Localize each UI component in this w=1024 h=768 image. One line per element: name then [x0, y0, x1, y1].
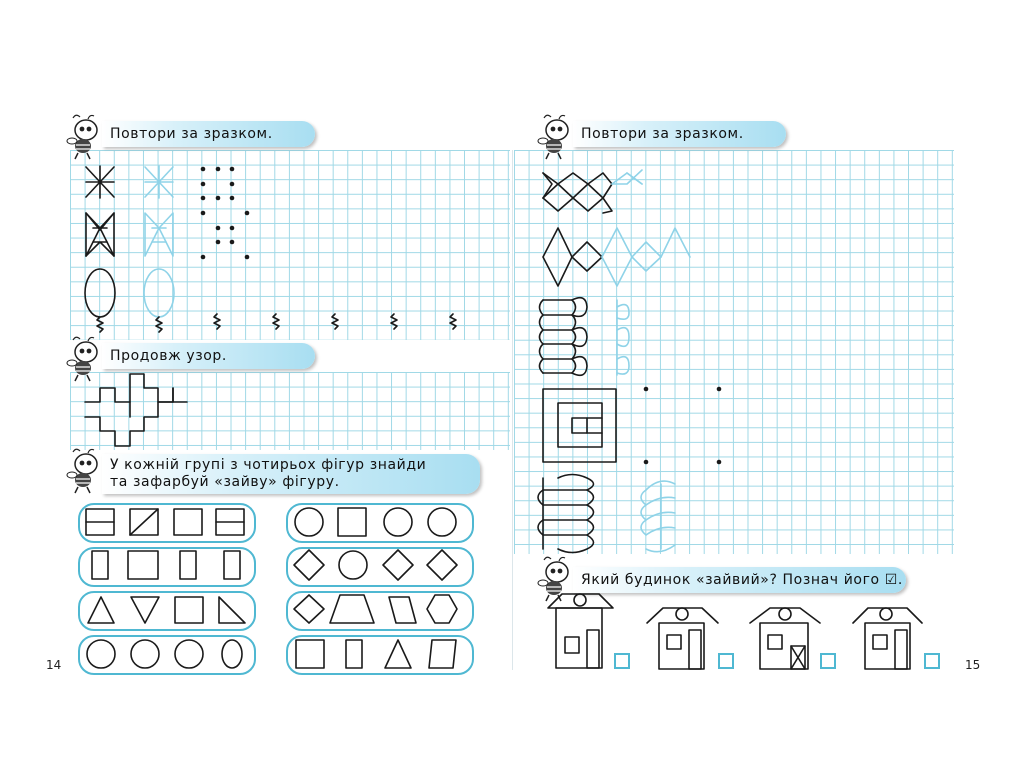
shape-row-4: [86, 639, 243, 669]
shape-row-3: [87, 596, 246, 624]
bee-mascot-icon: [537, 114, 571, 160]
bowtie-sample: [85, 212, 115, 257]
task-title: Який будинок «зайвий»? Познач його ☑.: [581, 572, 903, 588]
task-title: Повтори за зразком.: [581, 126, 744, 142]
scallop-pattern-1: [538, 296, 588, 377]
house-icon: [749, 607, 821, 670]
page-spine: [512, 150, 513, 670]
task-banner-odd-house: Який будинок «зайвий»? Познач його ☑.: [573, 567, 906, 593]
shape-row-1: [85, 508, 245, 536]
stair-pattern: [84, 373, 188, 447]
scallop-tracing-1: [616, 299, 630, 376]
zigzag-pattern-1: [542, 172, 613, 214]
bowtie-tracing: [144, 212, 174, 257]
task-title: Продовж узор.: [110, 348, 227, 364]
right-grid-area: [514, 150, 954, 554]
task-banner-repeat-left: Повтори за зразком.: [102, 121, 315, 147]
shape-row-6: [293, 549, 458, 581]
spring-mark: [213, 313, 221, 330]
house-icon: [852, 607, 923, 670]
asterisk-sample: [85, 165, 115, 199]
task-title-line2: та зафарбуй «зайву» фігуру.: [110, 474, 340, 490]
shape-row-7: [293, 594, 458, 624]
page-number-right: 15: [965, 658, 981, 672]
page-number-left: 14: [46, 658, 62, 672]
oval-balloon-tracing: [143, 268, 175, 318]
spring-mark: [390, 313, 398, 330]
checkbox-icon[interactable]: [820, 653, 836, 669]
house-icon: [646, 607, 719, 670]
bee-mascot-icon: [66, 448, 100, 494]
diamond-pattern: [542, 227, 603, 287]
oval-balloon-sample: [84, 268, 116, 333]
checkbox-icon[interactable]: [924, 653, 940, 669]
shape-row-2: [91, 550, 241, 580]
spring-mark: [449, 313, 457, 330]
checkbox-icon[interactable]: [614, 653, 630, 669]
shape-row-8: [295, 639, 457, 669]
bee-mascot-icon: [537, 556, 571, 602]
scallop-pattern-2: [537, 473, 595, 554]
diamond-tracing: [601, 227, 691, 287]
task-banner-repeat-right: Повтори за зразком.: [573, 121, 786, 147]
shape-group-7[interactable]: [286, 591, 474, 631]
checkbox-icon[interactable]: [718, 653, 734, 669]
dot-guides: [200, 166, 250, 260]
left-grid-area-1: [70, 150, 510, 340]
scallop-tracing-2: [640, 480, 676, 553]
nested-squares: [542, 388, 617, 463]
task-title-line1: У кожній групі з чотирьох фігур знайди: [110, 457, 427, 473]
task-banner-odd-shape: У кожній групі з чотирьох фігур знайди т…: [102, 454, 480, 494]
shape-group-3[interactable]: [78, 591, 256, 631]
zigzag-tracing-1: [611, 169, 643, 185]
spring-mark: [331, 313, 339, 330]
task-banner-continue-pattern: Продовж узор.: [102, 343, 315, 369]
bee-mascot-icon: [66, 114, 100, 160]
dot-guides-right: [643, 386, 722, 465]
task-title: Повтори за зразком.: [110, 126, 273, 142]
spring-mark: [272, 313, 280, 330]
house-icon: [547, 593, 614, 669]
shape-row-5: [294, 507, 457, 537]
bee-mascot-icon: [66, 336, 100, 382]
asterisk-tracing: [144, 165, 174, 199]
spring-mark: [155, 316, 163, 333]
